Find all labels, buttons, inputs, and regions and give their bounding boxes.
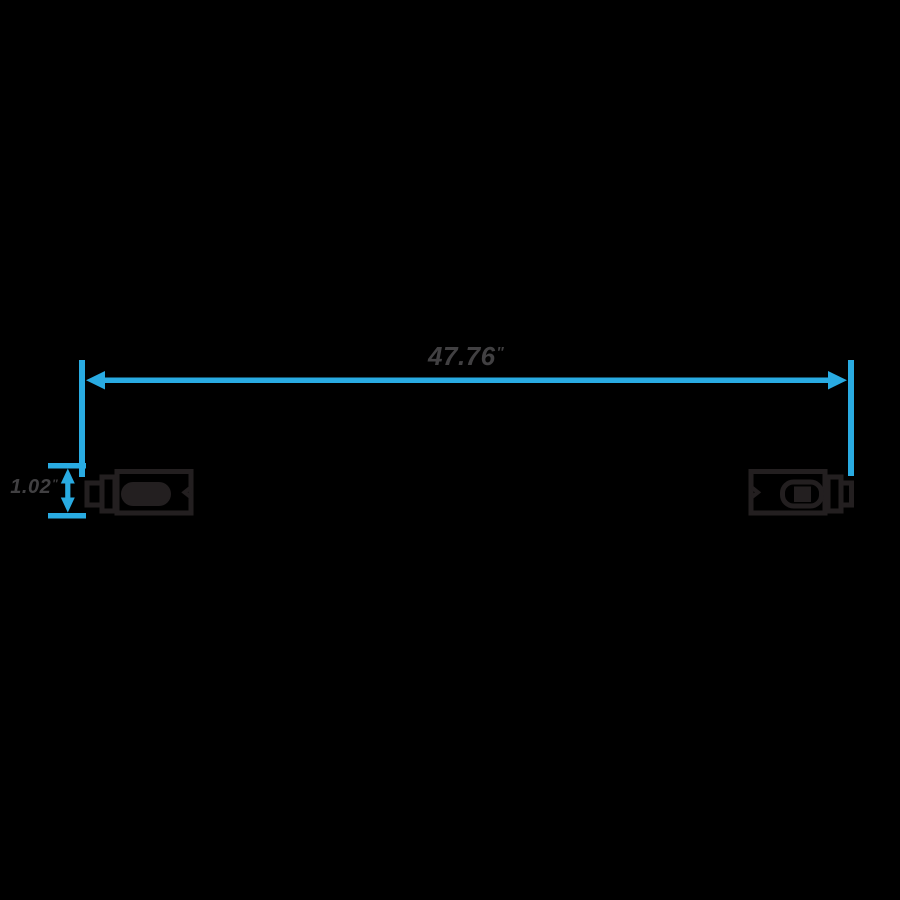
arrowhead-down-icon [60, 497, 75, 513]
height-tick-bottom [48, 513, 86, 519]
length-dimension-line [99, 377, 835, 383]
right-socket-contact [794, 486, 811, 502]
tube-left-end-group [84, 469, 194, 516]
left-cap-notch [181, 485, 192, 499]
left-neck-outline [99, 474, 118, 514]
height-dimension-group [48, 463, 86, 519]
length-dimension-group [79, 360, 854, 477]
extension-line-right [848, 360, 854, 476]
height-dimension-line [65, 479, 71, 503]
tube-right-end-group [748, 469, 854, 516]
arrowhead-left-icon [86, 371, 105, 390]
height-tick-top [48, 463, 86, 469]
right-pin-outline [838, 480, 854, 508]
length-dimension-label: 47.76″ [316, 341, 616, 372]
height-dimension-label: 1.02″ [0, 476, 58, 499]
left-cap-outline [114, 469, 194, 516]
left-cap-label-blob [121, 482, 171, 506]
length-unit: ″ [496, 345, 504, 362]
right-socket-outline [780, 479, 824, 509]
height-unit: ″ [52, 477, 58, 490]
height-value: 1.02 [10, 476, 52, 498]
arrowhead-right-icon [828, 371, 847, 390]
extension-line-left [79, 360, 85, 477]
arrowhead-up-icon [60, 468, 75, 484]
length-value: 47.76 [428, 341, 496, 371]
right-cap-outline [748, 469, 828, 516]
right-cap-notch [750, 485, 762, 499]
